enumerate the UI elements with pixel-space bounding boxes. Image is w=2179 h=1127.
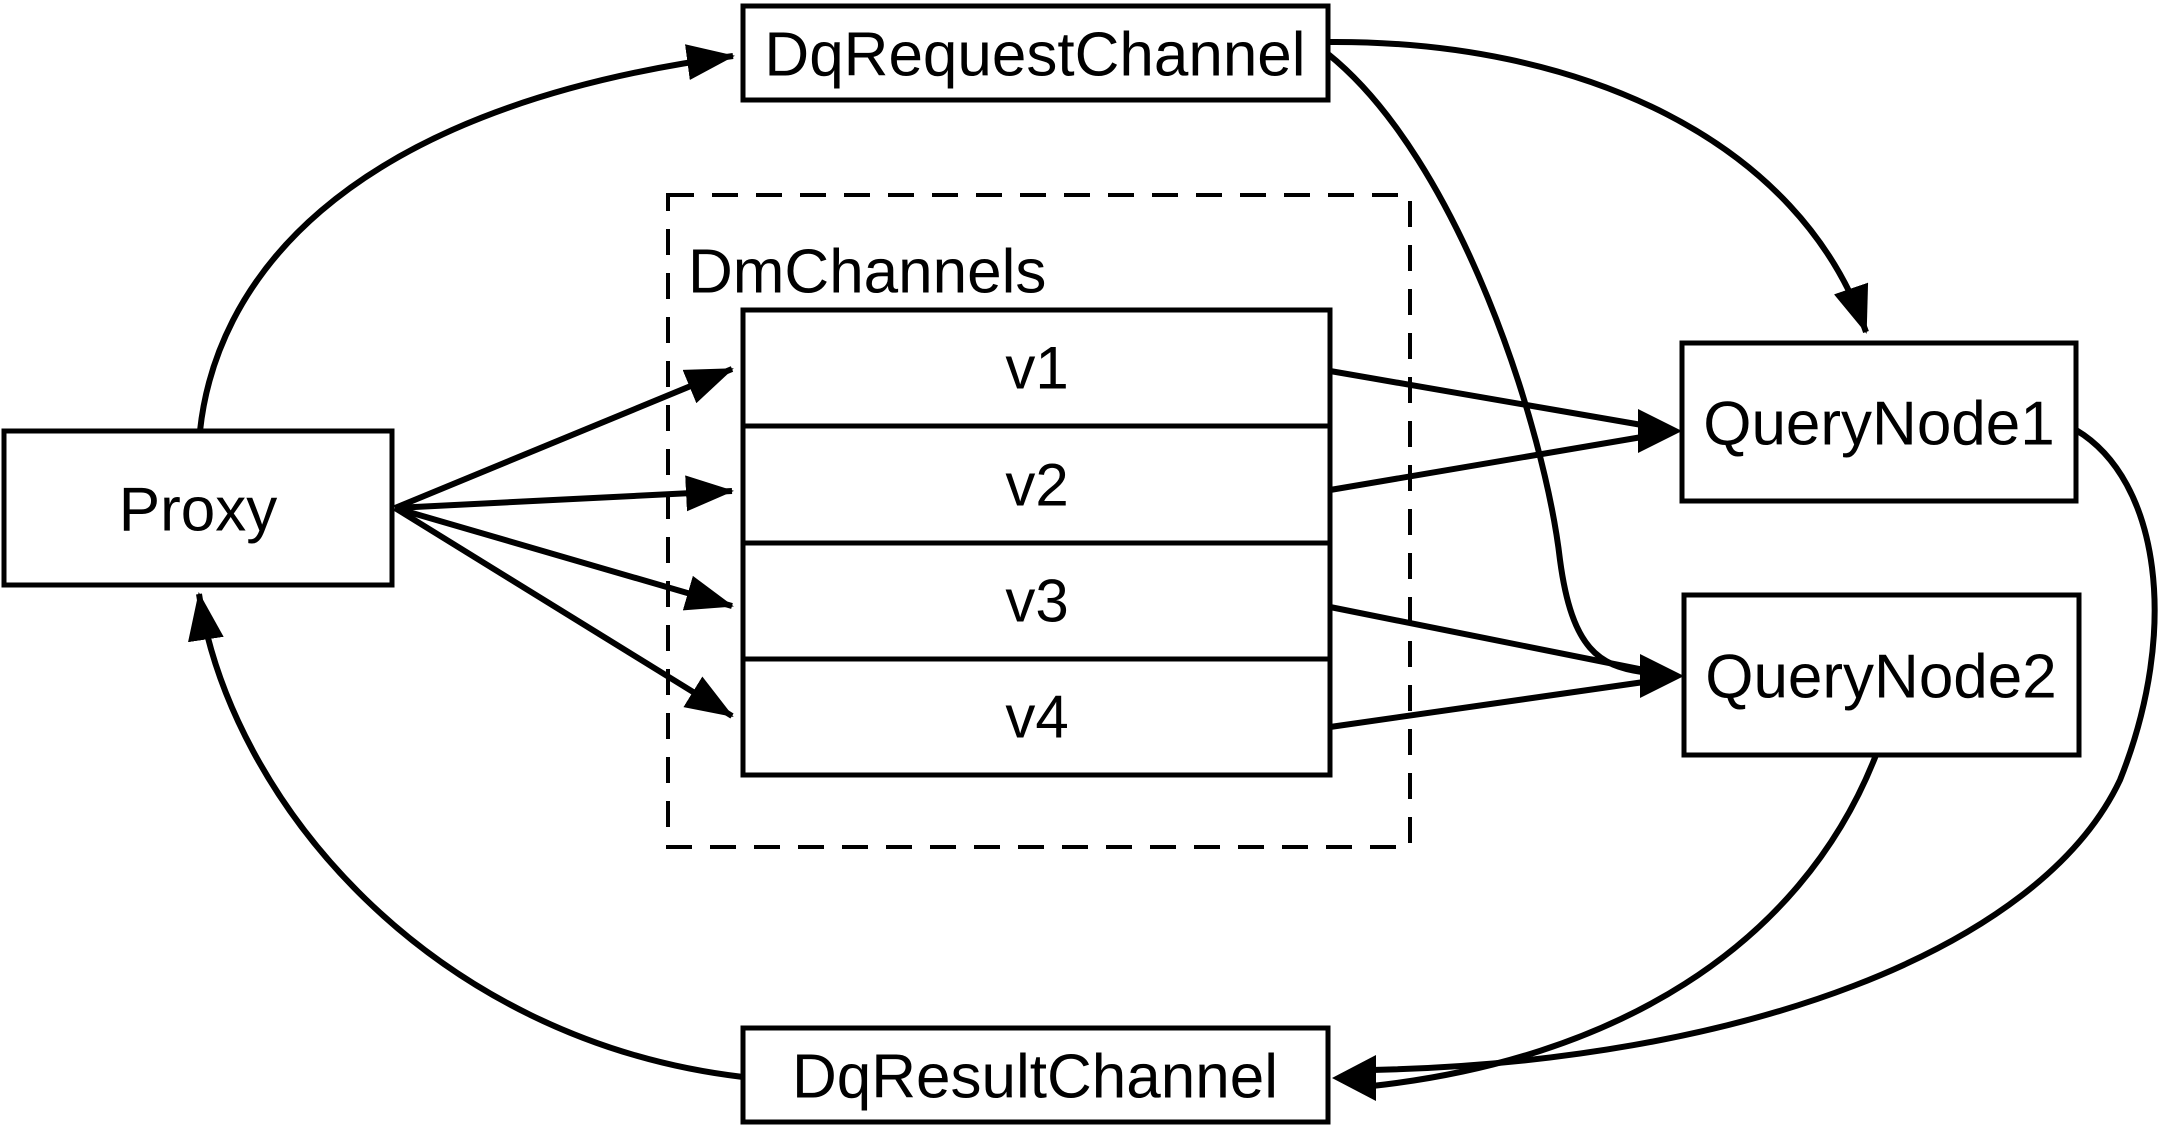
edge-dqrequestchannel-to-querynode1	[1327, 38, 1869, 334]
edge-proxy-to-dqrequestchannel	[197, 44, 735, 432]
channel-v4-label: v4	[1005, 684, 1068, 751]
edge-proxy-to-v2	[394, 475, 734, 512]
proxy-box	[1, 428, 395, 588]
arrowhead-querynode1-left	[1638, 409, 1682, 453]
query-node1-node: QueryNode1	[1679, 340, 2079, 504]
edge-proxy-to-v3	[394, 505, 734, 611]
proxy-node: Proxy	[1, 428, 395, 588]
edge-dqrequestchannel-to-querynode2	[1326, 51, 1643, 675]
dm-channels-group-box	[666, 193, 1412, 849]
query-node2-node: QueryNode2	[1681, 592, 2082, 758]
edge-v3-to-querynode2	[1329, 604, 1645, 673]
arrowhead-querynode2-left	[1640, 654, 1684, 698]
dq-request-channel-box	[740, 3, 1331, 103]
proxy-label: Proxy	[119, 476, 277, 545]
edge-dqresultchannel-to-proxy	[188, 592, 744, 1080]
edge-proxy-to-v1	[393, 366, 734, 511]
dq-request-channel-label: DqRequestChannel	[764, 21, 1305, 90]
edge-v1-to-querynode1	[1329, 368, 1643, 428]
edge-querynode2-to-dqresultchannel	[1371, 753, 1879, 1089]
channel-v1-label: v1	[1005, 335, 1068, 402]
query-node1-label: QueryNode1	[1703, 390, 2055, 459]
arrowhead-dqresultchannel-right	[1332, 1055, 1376, 1101]
query-node2-box	[1681, 592, 2082, 758]
edge-querynode1-to-dqresultchannel	[1371, 427, 2158, 1073]
query-node2-label: QueryNode2	[1705, 643, 2057, 712]
dq-request-channel-node: DqRequestChannel	[740, 3, 1331, 103]
edge-v2-to-querynode1	[1329, 434, 1643, 493]
dq-result-channel-label: DqResultChannel	[792, 1043, 1278, 1112]
dq-result-channel-box	[740, 1025, 1331, 1125]
channel-v3-label: v3	[1005, 568, 1068, 635]
edge-proxy-to-v4	[393, 505, 734, 719]
dq-result-channel-node: DqResultChannel	[740, 1025, 1331, 1125]
edge-v4-to-querynode2	[1329, 679, 1645, 730]
channel-v2-label: v2	[1005, 452, 1068, 519]
dm-channels-group-label: DmChannels	[688, 238, 1046, 307]
query-node1-box	[1679, 340, 2079, 504]
